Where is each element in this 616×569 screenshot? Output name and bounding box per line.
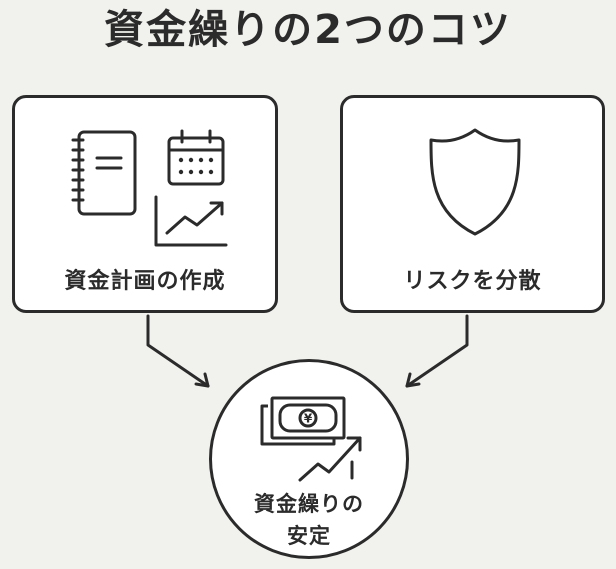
card-label-risk-diversification: リスクを分散: [403, 269, 542, 294]
shield-icon: [429, 128, 521, 236]
page-title: 資金繰りの2つのコツ: [104, 7, 512, 53]
card-label-funding-plan: 資金計画の作成: [64, 269, 226, 294]
result-label-line2: 安定: [287, 524, 331, 548]
svg-text:¥: ¥: [304, 412, 313, 426]
right-arrowhead: [405, 372, 421, 388]
notebook-icon: [71, 130, 137, 216]
card-risk-diversification: リスクを分散: [340, 95, 605, 313]
result-circle: ¥ 資金繰りの 安定: [209, 359, 409, 559]
result-label-line1: 資金繰りの: [254, 492, 364, 516]
result-label: 資金繰りの 安定: [212, 488, 406, 552]
right-arrow: [405, 314, 469, 388]
banknotes-icon: ¥: [260, 396, 346, 446]
upward-trend-icon: [298, 436, 362, 482]
card-funding-plan: 資金計画の作成: [12, 95, 278, 313]
left-arrowhead: [194, 372, 210, 388]
left-arrow: [146, 314, 210, 388]
growth-chart-icon: [154, 195, 228, 247]
calendar-icon: [167, 129, 225, 186]
